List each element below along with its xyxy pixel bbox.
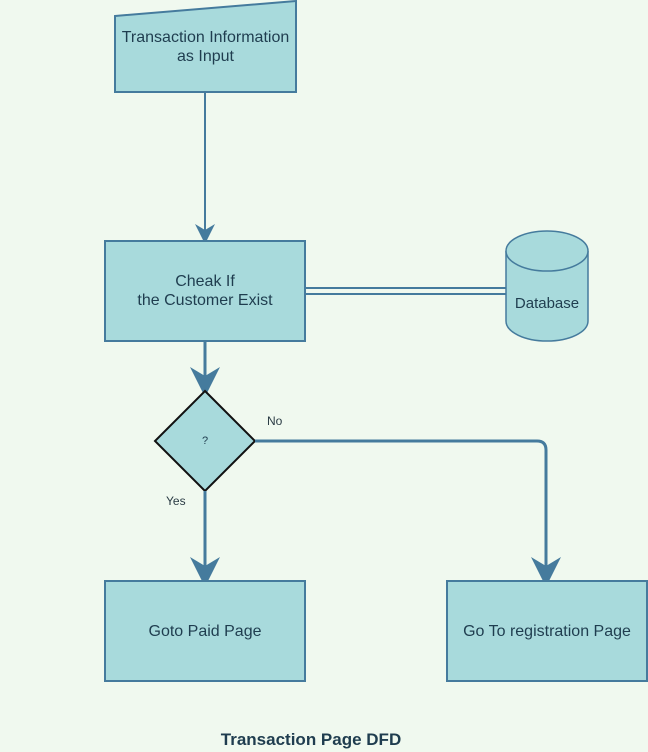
database-label: Database xyxy=(506,288,588,318)
decision-label: ? xyxy=(185,431,225,451)
database-cylinder xyxy=(505,230,589,342)
paid-page-box xyxy=(104,580,306,682)
input-shape xyxy=(114,0,297,93)
edge-yes-label: Yes xyxy=(166,494,186,508)
input-label: Transaction Information as Input xyxy=(115,22,296,72)
check-label-line-1: Cheak If xyxy=(175,273,235,290)
registration-page-label-text: Go To registration Page xyxy=(463,622,631,640)
decision-label-text: ? xyxy=(201,434,209,447)
database-label-text: Database xyxy=(514,294,580,312)
paid-page-label-text: Goto Paid Page xyxy=(148,622,262,640)
input-label-text: Transaction Information as Input xyxy=(121,29,290,65)
registration-page-label: Go To registration Page xyxy=(447,581,647,681)
edge-no xyxy=(255,439,561,587)
check-label-line-2: the Customer Exist xyxy=(137,292,273,309)
check-label: Cheak If the Customer Exist xyxy=(105,241,305,341)
registration-page-box xyxy=(446,580,648,682)
paid-page-label: Goto Paid Page xyxy=(105,581,305,681)
diagram-caption: Transaction Page DFD xyxy=(220,730,402,749)
check-process-box xyxy=(104,240,306,342)
edge-no-label: No xyxy=(267,414,283,428)
